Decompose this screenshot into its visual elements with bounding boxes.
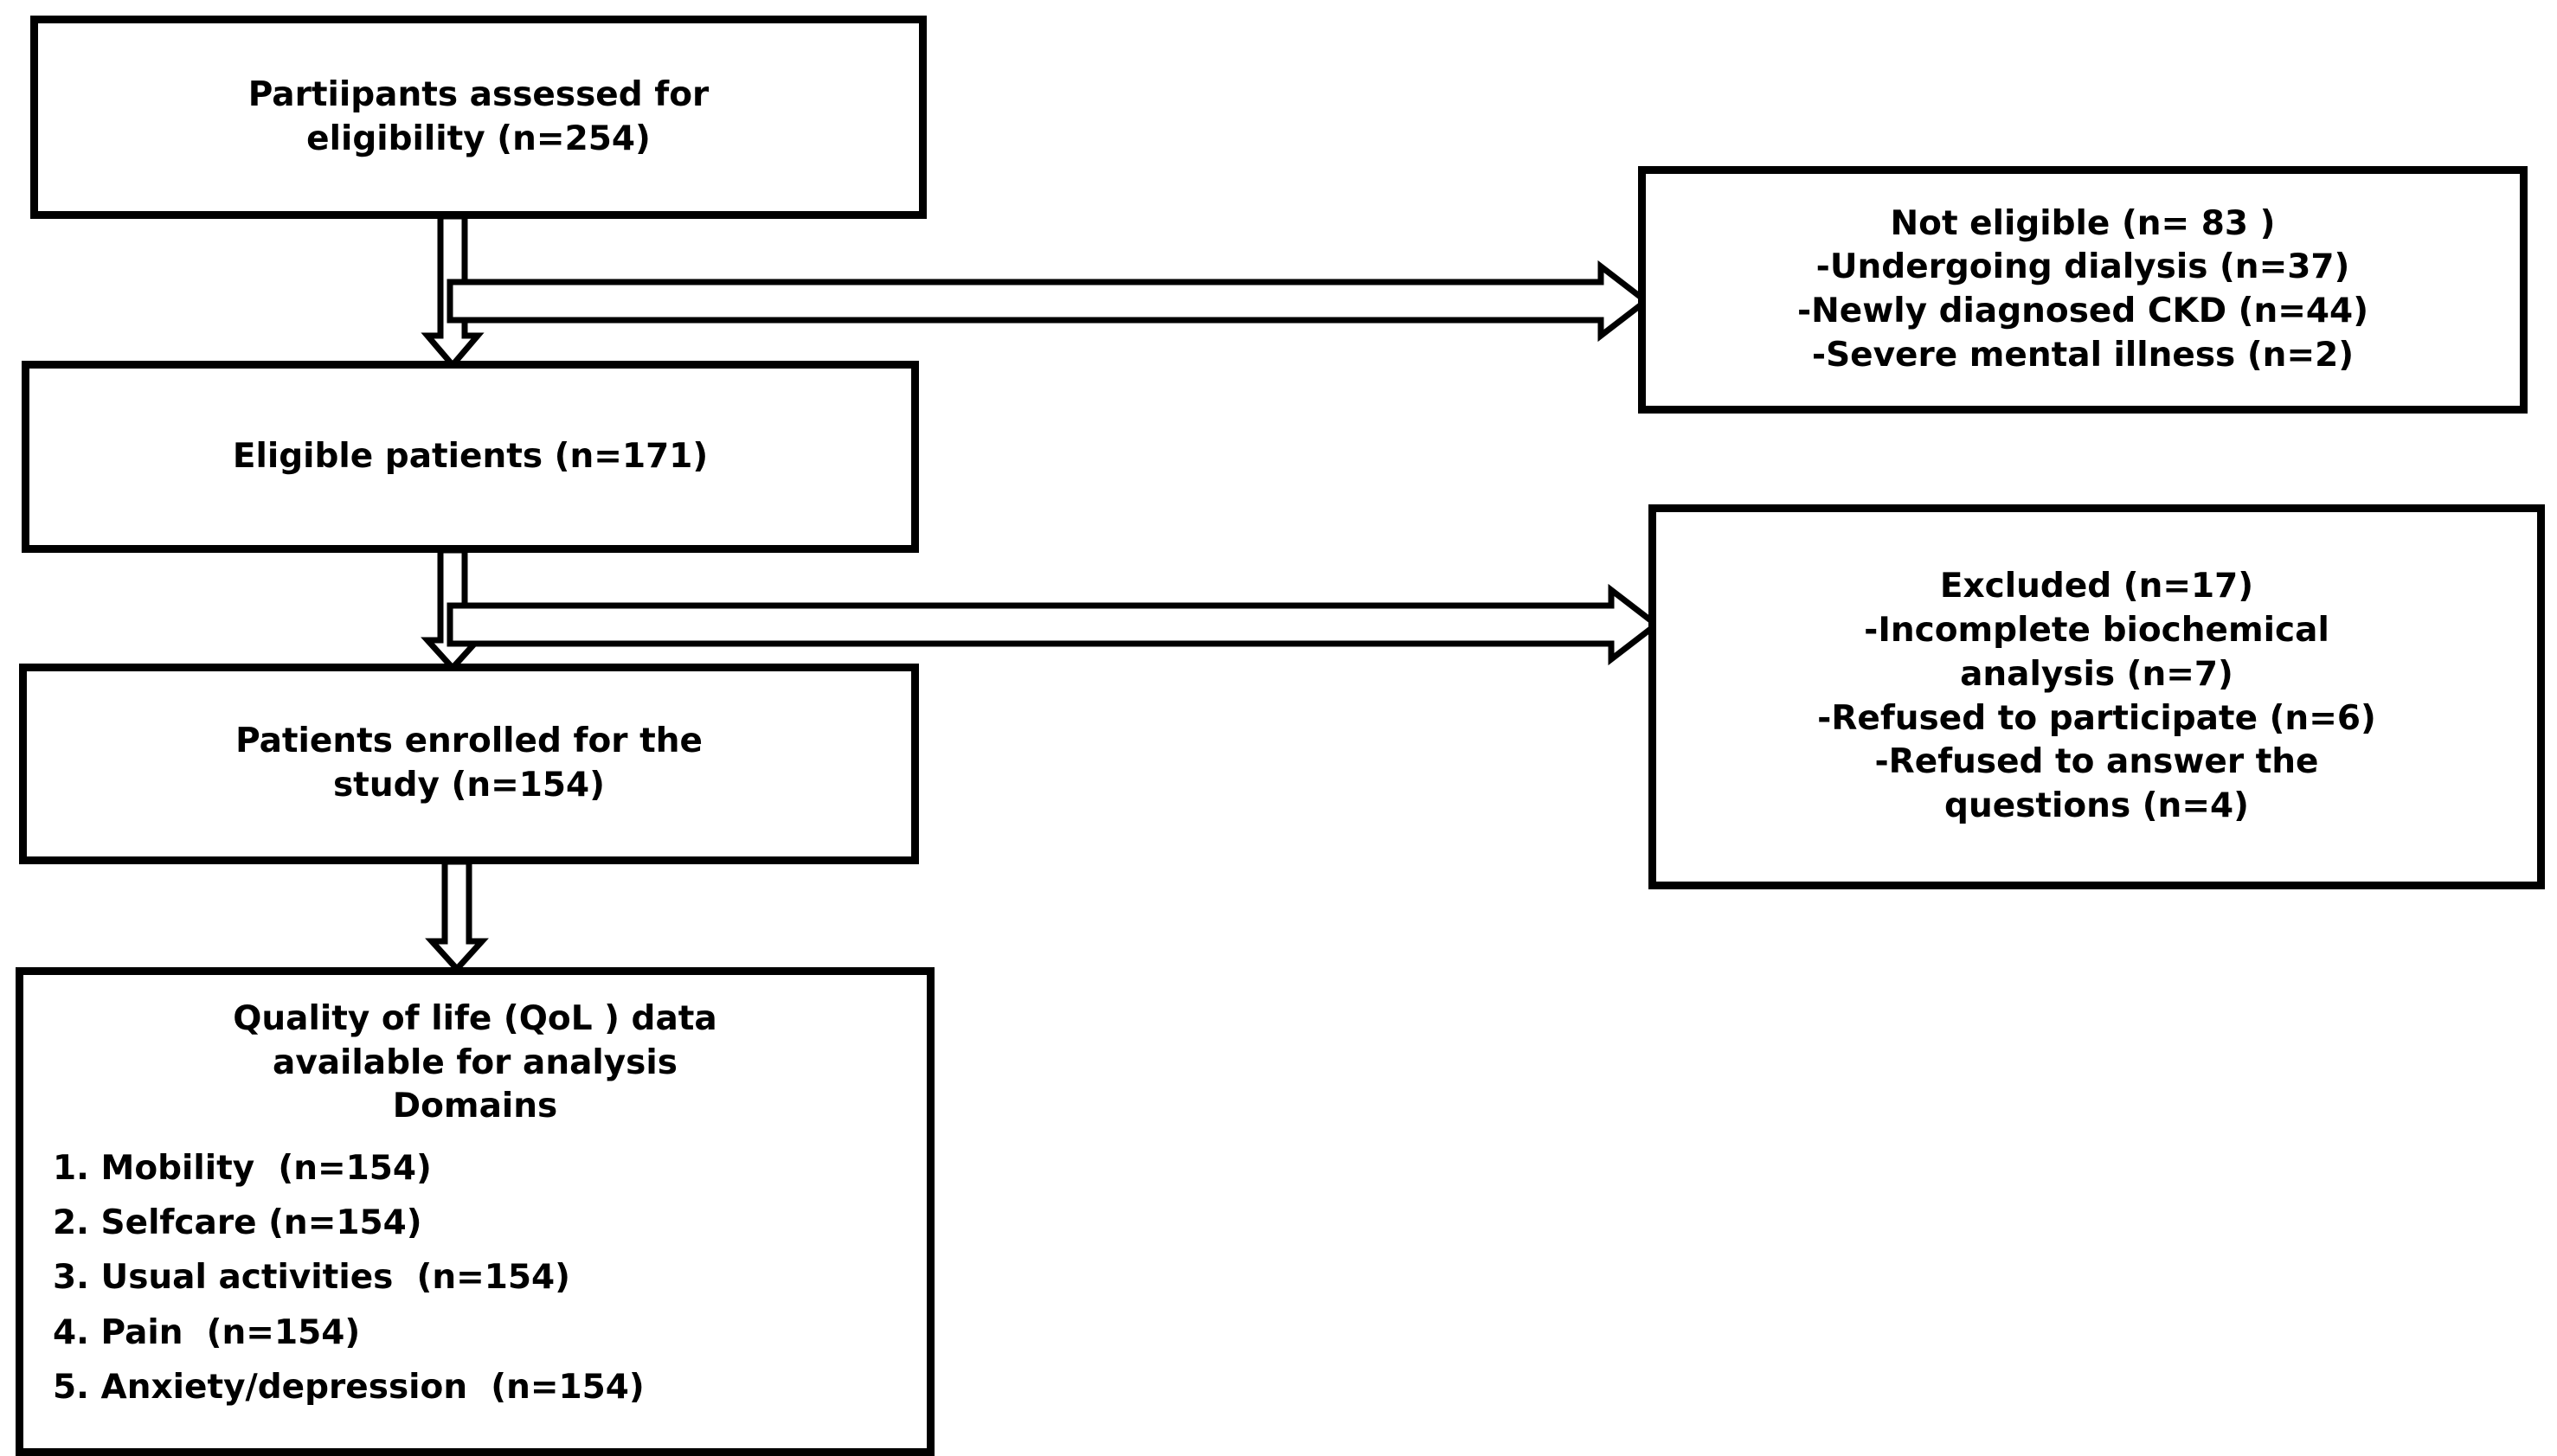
qol-domain-item-1: 1. Mobility (n=154) [53,1149,432,1189]
box-assessed-line-2: eligibility (n=254) [306,119,651,158]
not-eligible-reason-1: -Undergoing dialysis (n=37) [1815,247,2350,287]
qol-domain-item-4: 4. Pain (n=154) [53,1312,361,1352]
qol-heading: Quality of life (QoL ) data available fo… [23,997,927,1129]
box-excluded: Excluded (n=17) -Incomplete biochemical … [1648,504,2545,889]
not-eligible-header: Not eligible (n= 83 ) [1890,203,2276,243]
excluded-reason-1: -Incomplete biochemical [1864,611,2329,651]
qol-domain-item-2: 2. Selfcare (n=154) [53,1203,422,1243]
excluded-reason-4: -Refused to answer the [1874,742,2319,782]
box-eligible-line-1: Eligible patients (n=171) [232,436,709,476]
excluded-header: Excluded (n=17) [1939,567,2254,606]
box-patients-enrolled: Patients enrolled for the study (n=154) [19,664,919,864]
box-assessed-line-1: Partiipants assessed for [247,74,710,114]
arrow-assessed-to-not-eligible [447,260,1661,355]
qol-heading-line-3: Domains [392,1087,558,1126]
qol-heading-line-2: available for analysis [273,1042,678,1082]
box-enrolled-line-2: study (n=154) [332,766,606,805]
excluded-reason-3: -Refused to participate (n=6) [1817,698,2376,738]
box-eligible-patients: Eligible patients (n=171) [22,361,919,553]
box-participants-assessed: Partiipants assessed for eligibility (n=… [30,16,927,219]
arrow-eligible-to-excluded [447,583,1672,678]
qol-domain-item-5: 5. Anxiety/depression (n=154) [53,1367,645,1407]
arrow-enrolled-to-qol [424,858,502,974]
qol-heading-line-1: Quality of life (QoL ) data [233,999,717,1038]
not-eligible-reason-3: -Severe mental illness (n=2) [1811,335,2355,375]
qol-domain-item-3: 3. Usual activities (n=154) [53,1258,571,1298]
box-enrolled-line-1: Patients enrolled for the [235,722,703,761]
qol-domain-list: 1. Mobility (n=154) 2. Selfcare (n=154) … [23,1141,927,1414]
box-not-eligible: Not eligible (n= 83 ) -Undergoing dialys… [1638,166,2528,414]
excluded-reason-5: questions (n=4) [1944,786,2249,825]
not-eligible-reason-2: -Newly diagnosed CKD (n=44) [1796,292,2369,330]
excluded-reason-2: analysis (n=7) [1960,654,2233,694]
box-qol-data-available: Quality of life (QoL ) data available fo… [16,967,935,1456]
